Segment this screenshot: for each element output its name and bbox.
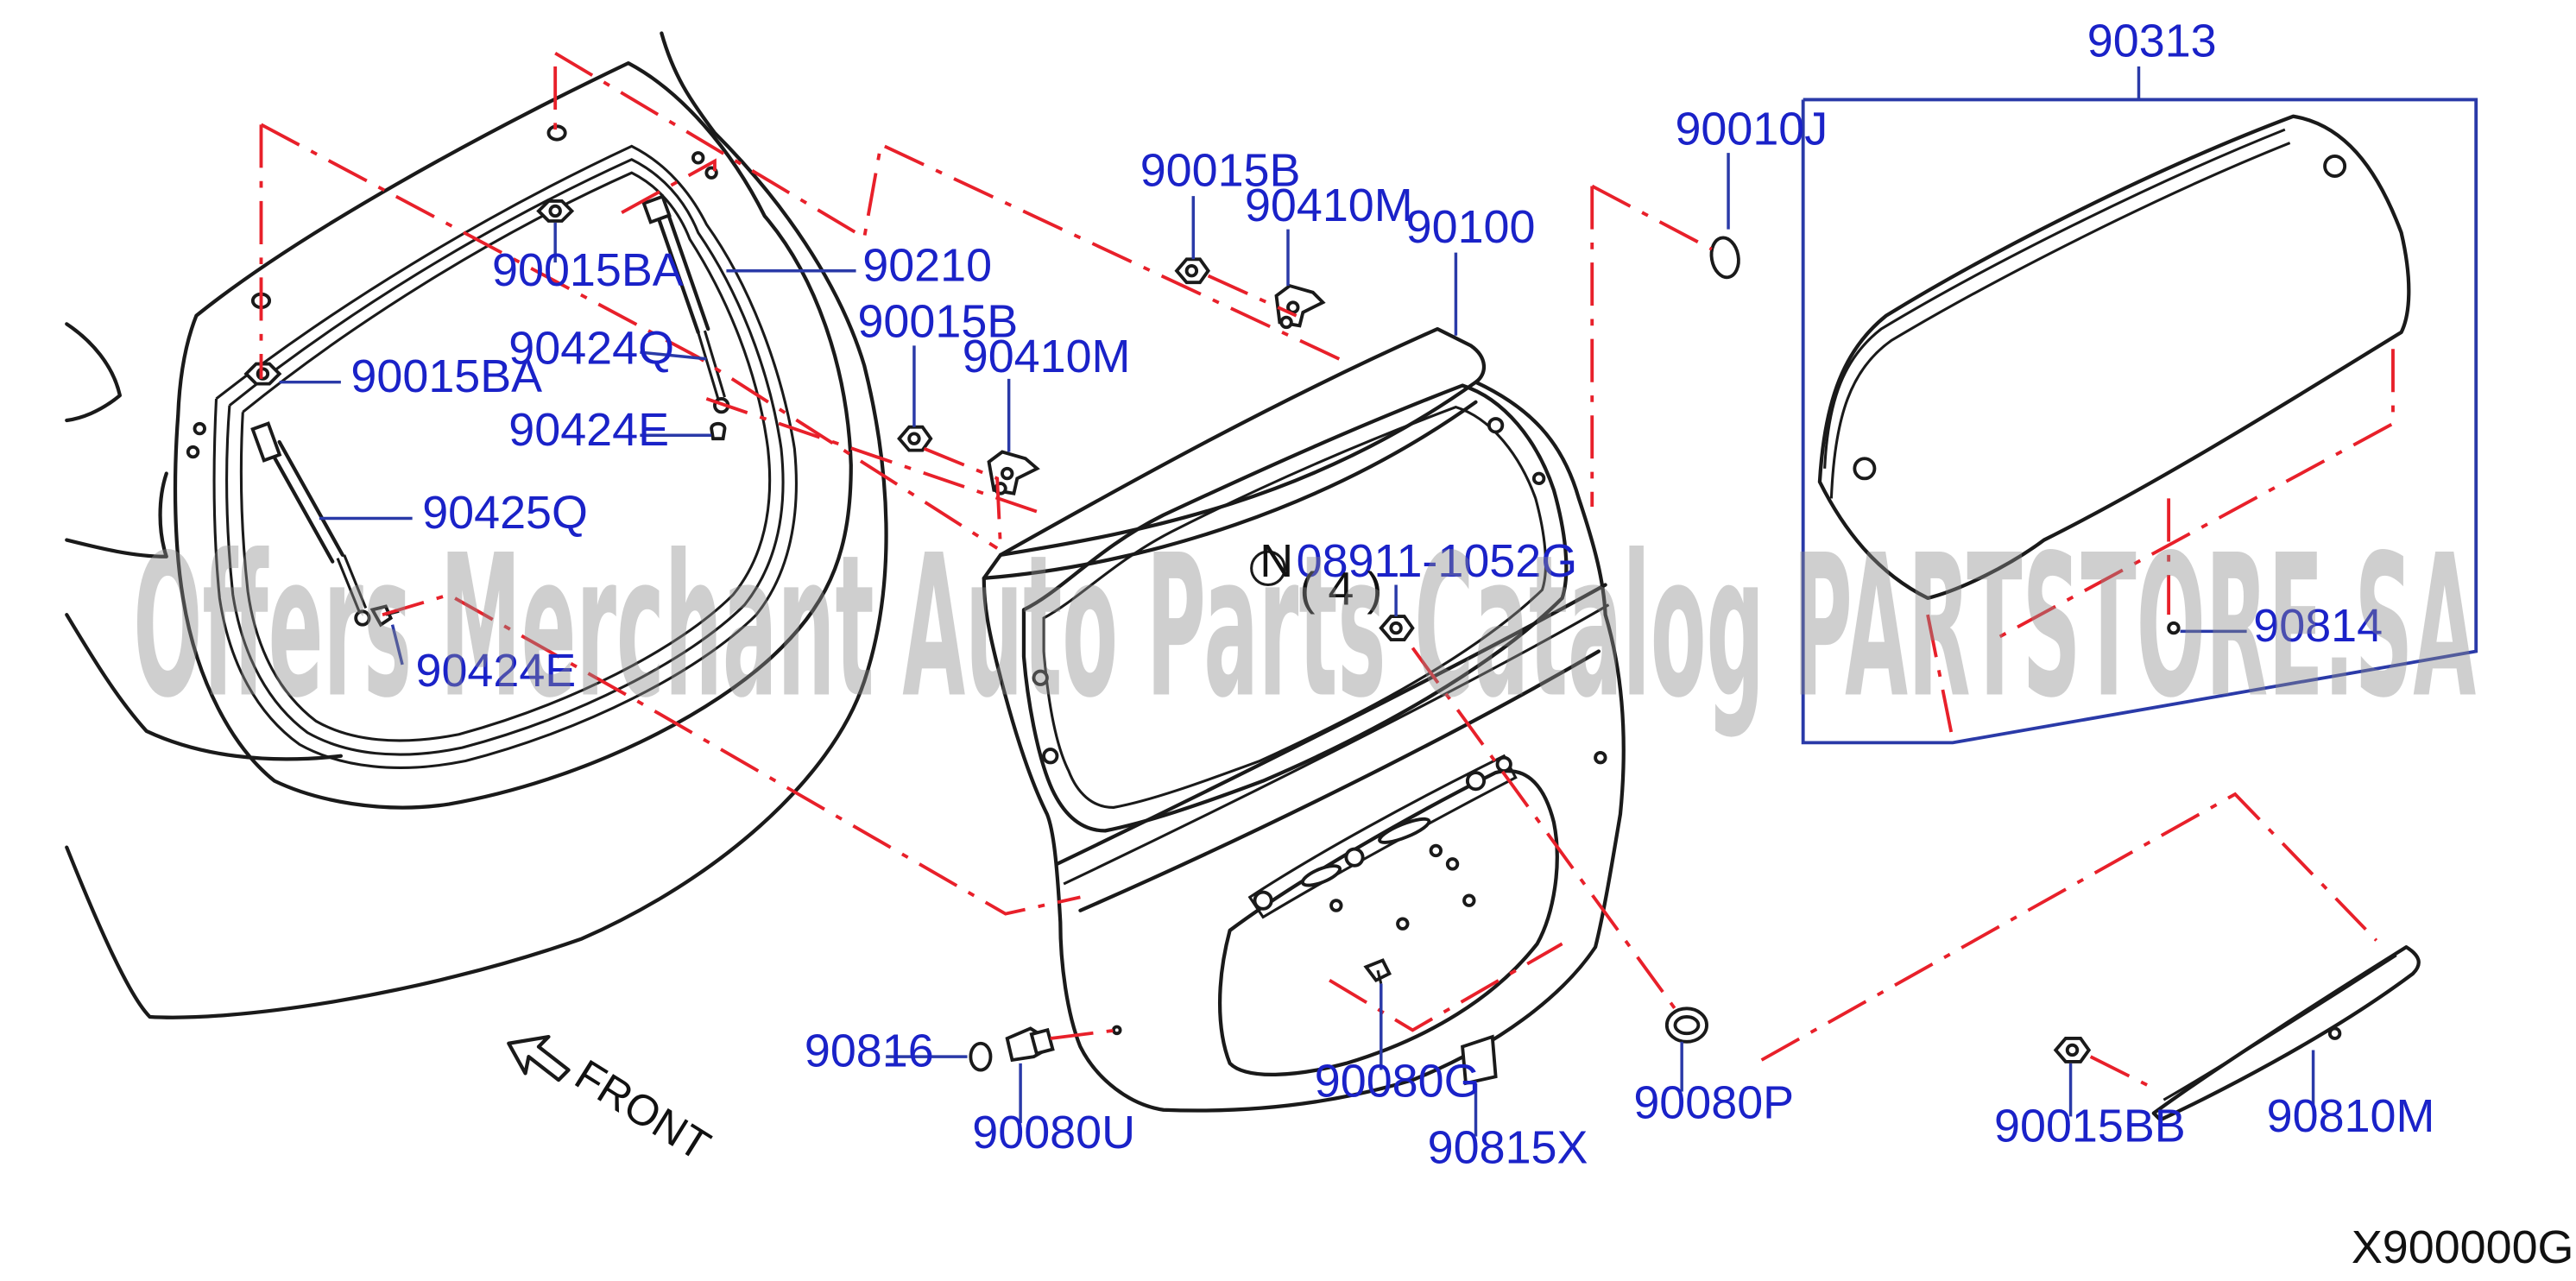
back-door-drawing (982, 326, 1626, 1113)
label-90015BB[interactable]: 90015BB (1994, 1100, 2186, 1152)
trim-90810M (2151, 945, 2421, 1122)
nut-90015BB (2053, 1037, 2092, 1063)
grommet-90015BA-top (536, 199, 575, 223)
n-bubble-letter: N (1260, 535, 1293, 587)
ball-stud-90424E (710, 421, 727, 441)
label-90210[interactable]: 90210 (862, 239, 992, 291)
label-90814[interactable]: 90814 (2253, 600, 2383, 652)
leader-lines (279, 66, 2315, 1137)
label-90313[interactable]: 90313 (2087, 15, 2217, 66)
label-90010J[interactable]: 90010J (1675, 103, 1828, 155)
label-90424E[interactable]: 90424E (508, 404, 669, 456)
front-indicator: FRONT (507, 1034, 719, 1171)
diagram-id: X900000G (2352, 1221, 2574, 1273)
label-90080U[interactable]: 90080U (972, 1107, 1135, 1158)
nut-90015B-upper (1174, 257, 1210, 285)
screw-90080G (1363, 958, 1392, 984)
label-90816[interactable]: 90816 (805, 1025, 934, 1077)
plug-90010J (1709, 236, 1740, 280)
o-ring-90816 (969, 1041, 993, 1072)
label-90410M-upper[interactable]: 90410M (1245, 180, 1413, 231)
nut-08911-1052G (1379, 615, 1415, 641)
gas-strut-90425Q (250, 421, 371, 627)
glass-90313-drawing (1801, 98, 2478, 745)
label-90424Q[interactable]: 90424Q (508, 323, 674, 375)
watermark-text: Offers Merchant Auto Parts Catalog PARTS… (133, 513, 2476, 741)
label-90815X[interactable]: 90815X (1428, 1121, 1588, 1173)
hinge-90410M-upper (1274, 283, 1326, 330)
label-90015BA-top[interactable]: 90015BA (492, 244, 684, 296)
label-90410M-lower[interactable]: 90410M (963, 331, 1131, 382)
label-90080G[interactable]: 90080G (1315, 1055, 1481, 1107)
label-90015B-upper[interactable]: 90015B (1140, 145, 1301, 197)
label-08911-1052G[interactable]: 08911-1052G (1297, 535, 1578, 587)
label-90424E-lower[interactable]: 90424E (415, 645, 576, 697)
label-90015BA-left[interactable]: 90015BA (350, 350, 542, 402)
label-90810M[interactable]: 90810M (2267, 1090, 2435, 1142)
label-90100[interactable]: 90100 (1406, 201, 1536, 253)
label-90015B-lower[interactable]: 90015B (857, 296, 1018, 348)
n-bubble (1250, 550, 1286, 587)
pad-90815X (1461, 1034, 1498, 1086)
nut-90015B-lower (897, 425, 933, 452)
front-arrow-icon (507, 1034, 571, 1082)
quantity-label: ( 4 ) (1299, 564, 1382, 615)
front-label: FRONT (567, 1051, 719, 1171)
label-90080P[interactable]: 90080P (1633, 1076, 1794, 1128)
grommet-90080P (1664, 1006, 1708, 1044)
bumper-90080U (1005, 1026, 1055, 1063)
callout-08911-1052G[interactable]: N 08911-1052G ( 4 ) (1250, 535, 1578, 615)
label-90425Q[interactable]: 90425Q (422, 487, 588, 539)
